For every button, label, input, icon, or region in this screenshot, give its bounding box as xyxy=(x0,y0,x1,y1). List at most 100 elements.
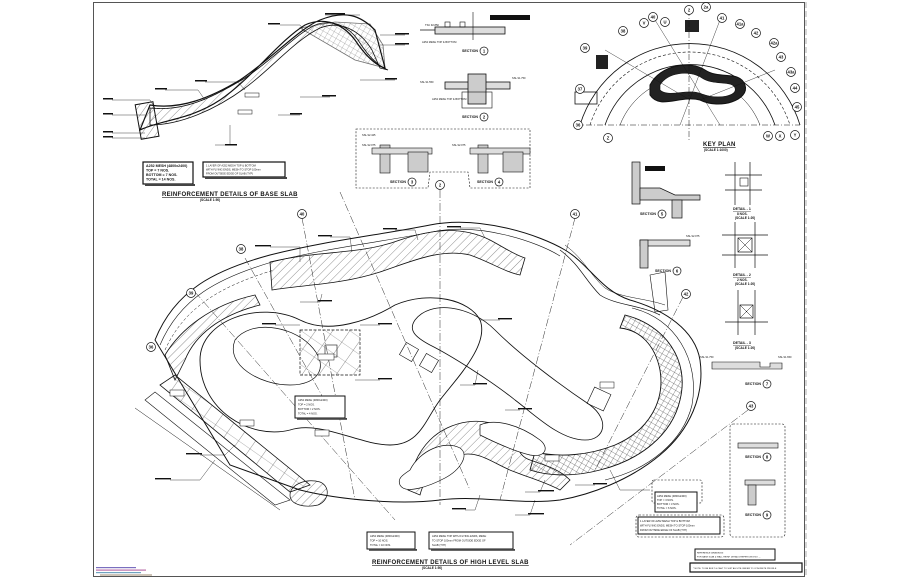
layer-note-line: WITH FLYING ENDS, MESH TO STOP 100mm xyxy=(640,524,695,528)
section-7-label: SECTION xyxy=(745,382,761,386)
layer-note-line: 1 LAYER OF A252 MESH TOP & BOTTOM xyxy=(206,164,256,168)
mesh-note-line: TOTAL = 6 NOS. xyxy=(657,506,677,510)
notes-line: FOR BASE SLAB & WALL REINF. DETAILS REFE… xyxy=(697,556,761,559)
section-2-detail: SSL 91.550 SSL 91.750 A252 MESH TOP & BO… xyxy=(420,73,526,122)
section-1-note: A252 MESH TOP & BOTTOM xyxy=(422,40,456,44)
grid-bubble: 2a xyxy=(704,5,709,10)
section-3-level: SSL 92.075 xyxy=(362,143,376,147)
grid-bubble: 40 xyxy=(651,15,656,20)
grid-bubble: Y xyxy=(794,133,797,138)
section-2-ref: 2 xyxy=(483,115,486,120)
grid-bubble: W xyxy=(766,134,770,139)
section-2-label: SECTION xyxy=(462,115,478,119)
section-1-label: SECTION xyxy=(462,49,478,53)
detail-2-label: DETAIL - 2 xyxy=(733,273,751,277)
mesh-note-line: TOTAL = 10 NOS. xyxy=(370,543,391,547)
grid-bubble: X xyxy=(779,134,782,139)
plan-grid-bubble: 42 xyxy=(684,292,689,297)
high-slab-layer-note-bottom: A252 MESH TOP WITH FLYING ENDS, MESH TO … xyxy=(428,531,515,551)
grid-bubble: U xyxy=(663,20,666,25)
plan-grid-bubble: 36 xyxy=(149,345,154,350)
general-notes: REFERENCE DRAWINGS: FOR BASE SLAB & WALL… xyxy=(694,548,776,561)
base-slab-title: REINFORCEMENT DETAILS OF BASE SLAB xyxy=(162,192,298,198)
section-1-level: TSC 92.850 xyxy=(425,23,439,27)
section-5-ref: 5 xyxy=(661,212,664,217)
section-2-note: A252 MESH TOP & BOTTOM xyxy=(432,97,466,101)
mesh-note-line: TOTAL = 4 NOS. xyxy=(298,412,318,416)
grid-bubble: 39 xyxy=(583,46,588,51)
grid-bubble: 42a xyxy=(771,41,779,46)
section-7-ref: 7 xyxy=(766,382,769,387)
notes-line: REFERENCE DRAWINGS: xyxy=(697,552,724,555)
layer-note-line: WITH FLYING ENDS, MESH TO STOP 100mm xyxy=(206,168,261,172)
section-7-level: SSL 91.750 xyxy=(700,355,714,359)
grid-bubble: 43a xyxy=(788,70,796,75)
detail-1-scale: (SCALE 1:20) xyxy=(735,216,755,220)
mesh-note-line: A252 MESH (4800x2400) xyxy=(298,398,328,402)
detail-2: DETAIL - 2 2 NOS. (SCALE 1:20) xyxy=(722,222,768,286)
section-6-label: SECTION xyxy=(655,269,671,273)
base-slab-plan xyxy=(103,13,409,146)
detail-1: DETAIL - 1 8 NOS. (SCALE 1:20) xyxy=(725,162,762,220)
grid-bubble: 43 xyxy=(779,55,784,60)
plan-grid-bubble: 2 xyxy=(439,183,442,188)
section-3-label: SECTION xyxy=(390,180,406,184)
detail-2-sub: 2 NOS. xyxy=(737,278,748,282)
plan-grid-bubble: 40 xyxy=(300,212,305,217)
grid-bubble: 2 xyxy=(688,8,691,13)
mesh-note-line: BOTTOM = 7 NOS. xyxy=(146,173,177,177)
section-1-ref: 1 xyxy=(483,49,486,54)
mesh-note-line: BOTTOM = 3 NOS. xyxy=(657,502,680,506)
section-6-ref: 6 xyxy=(676,269,679,274)
grid-bubble: V xyxy=(643,21,646,26)
detail-1-sub: 8 NOS. xyxy=(737,212,748,216)
layer-note-line: TO STOP 100mm FROM OUTSIDE EDGE OF xyxy=(432,539,486,543)
section-7-detail: SSL 91.750 SSL 91.650 SECTION 7 xyxy=(700,355,792,389)
grid-bubble: 36 xyxy=(576,123,581,128)
plan-grid-bubble: 43 xyxy=(749,404,754,409)
mesh-note-line: TOP = 3 NOS. xyxy=(657,498,674,502)
grid-bubble: Z xyxy=(607,136,610,141)
title-block-stamp xyxy=(96,567,152,576)
section-1-detail: TSC 92.850 A252 MESH TOP & BOTTOM SECTIO… xyxy=(420,12,530,56)
section-6-level: SSL 92.075 xyxy=(686,234,700,238)
section-7-level: SSL 91.650 xyxy=(778,355,792,359)
high-slab-mesh-note-left: A252 MESH (4800x2400) TOP = 2 NOS. BOTTO… xyxy=(294,395,347,420)
base-slab-scale: (SCALE 1:50) xyxy=(200,198,220,202)
base-slab-layer-note: 1 LAYER OF A252 MESH TOP & BOTTOM WITH F… xyxy=(202,161,287,179)
high-slab-title: REINFORCEMENT DETAILS OF HIGH LEVEL SLAB xyxy=(372,560,529,566)
sections-8-9-box: SECTION 8 SECTION 9 xyxy=(729,423,786,538)
section-9-ref: 9 xyxy=(766,513,769,518)
section-6-detail: SSL 92.075 SECTION 6 xyxy=(639,234,700,276)
grid-bubble: 45 xyxy=(795,105,800,110)
high-slab-scale: (SCALE 1:50) xyxy=(422,566,442,570)
detail-2-scale: (SCALE 1:20) xyxy=(735,282,755,286)
layer-note-line: 1 LAYER OF A252 MESH TOP & BOTTOM xyxy=(640,519,690,523)
detail-3-scale: (SCALE 1:20) xyxy=(735,346,755,350)
mesh-note-line: BOTTOM = 2 NOS. xyxy=(298,407,321,411)
section-3-ref: 3 xyxy=(411,180,414,185)
layer-note-line: SLAB (TYP) xyxy=(432,543,446,547)
grid-bubble: 42 xyxy=(754,31,759,36)
footer-note: * NOTE: TO BE BUILT & CAST TO SUIT AS SI… xyxy=(689,562,803,573)
section-3-level: SSL 92.425 xyxy=(362,133,376,137)
mesh-note-line: TOP = 2 NOS. xyxy=(298,403,315,407)
high-slab-mesh-note-right: A252 MESH (4800x2400) TOP = 3 NOS. BOTTO… xyxy=(651,479,703,513)
plan-grid-bubble: 41 xyxy=(573,212,578,217)
base-slab-mesh-note: A252 MESH (4800x2400) TOP = 7 NOS. BOTTO… xyxy=(142,161,195,186)
grid-bubble: 41 xyxy=(720,16,725,21)
detail-1-label: DETAIL - 1 xyxy=(733,207,751,211)
section-4-level: SSL 92.075 xyxy=(452,143,466,147)
mesh-note-line: A252 MESH (4800x2400) xyxy=(146,164,188,168)
mesh-note-line: TOTAL = 14 NOS. xyxy=(146,178,175,182)
section-5-detail: SECTION 5 xyxy=(631,161,701,219)
layer-note-line: FROM OUTSIDE EDGE OF SLAB (TYP) xyxy=(206,172,253,176)
mesh-note-line: A252 MESH (4800x2400) xyxy=(657,494,687,498)
key-plan-scale: (SCALE 1:1000) xyxy=(704,148,728,152)
mesh-note-line: TOP = 7 NOS. xyxy=(146,169,169,173)
sections-3-4-box: SSL 92.425 SSL 92.075 SSL 92.075 SECTION… xyxy=(355,128,531,189)
section-2-level: SSL 91.750 xyxy=(512,76,526,80)
section-5-label: SECTION xyxy=(640,212,656,216)
layer-note-line: FROM OUTSIDE EDGE OF SLAB (TYP) xyxy=(640,528,687,532)
